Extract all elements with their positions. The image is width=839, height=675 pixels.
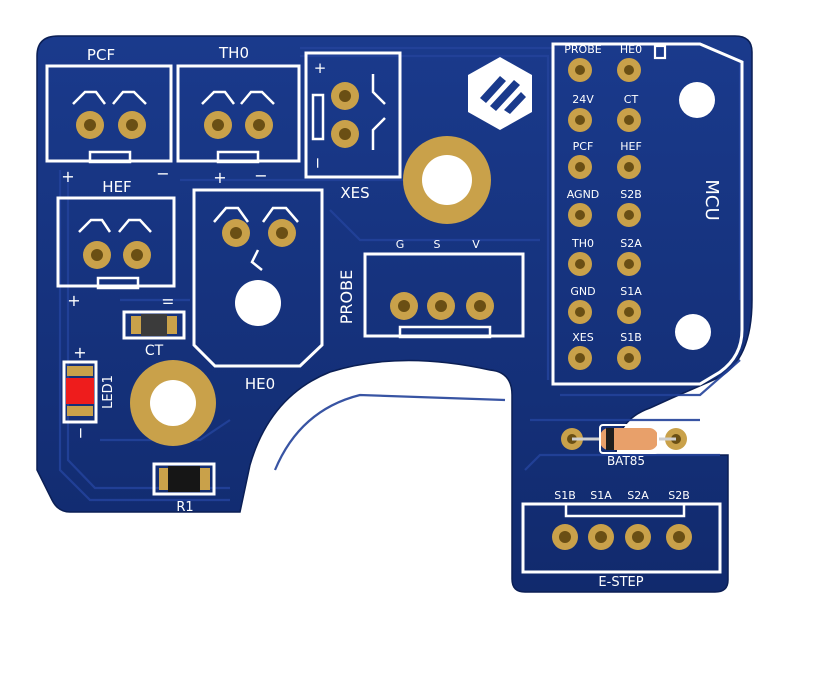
mcu-left-label-agnd: AGND [567, 188, 600, 201]
resistor-r1: R1 [152, 462, 216, 515]
led-minus: − [72, 427, 90, 440]
probe-pin-label-s: S [434, 238, 441, 251]
th0-minus: − [254, 166, 267, 185]
mcu-label: MCU [701, 179, 722, 220]
hef-plus: + [67, 291, 80, 310]
he0-connector: HE0 [192, 188, 324, 393]
mounting-hole-bottom [130, 360, 216, 446]
diode-bat85: BAT85 [561, 424, 687, 468]
pcf-plus: + [61, 167, 74, 186]
pcf-minus: − [156, 164, 169, 183]
led-plus: + [73, 343, 86, 362]
mcu-right-pin-s2a [617, 252, 641, 276]
mcu-left-pin-xes [568, 346, 592, 370]
mcu-left-pin-th0 [568, 252, 592, 276]
mcu-right-pin-s1a [617, 300, 641, 324]
hef-label: HEF [102, 178, 131, 196]
estep-pin-label-s2a: S2A [627, 489, 649, 502]
estep-connector: E-STEP S1B S1A S2A S2B [521, 489, 722, 590]
probe-pin-v [466, 292, 494, 320]
estep-pin-s1b [552, 524, 578, 550]
mcu-right-pin-s1b [617, 346, 641, 370]
ct-label: CT [145, 343, 164, 359]
xes-connector: + − XES [304, 51, 402, 202]
mcu-left-label-th0: TH0 [571, 237, 594, 250]
th0-plus: + [213, 168, 226, 187]
estep-label: E-STEP [598, 575, 643, 590]
he0-label: HE0 [245, 375, 275, 393]
th0-connector: TH0 + − [176, 44, 301, 187]
mcu-right-label-ct: CT [624, 93, 639, 106]
mcu-left-pin-24v [568, 108, 592, 132]
probe-pin-label-g: G [396, 238, 405, 251]
estep-pin-s1a [588, 524, 614, 550]
estep-pin-label-s1b: S1B [554, 489, 576, 502]
mcu-left-label-xes: XES [572, 331, 593, 344]
probe-pin-label-v: V [472, 238, 480, 251]
mcu-right-label-s2b: S2B [620, 188, 642, 201]
mcu-right-pin-he0 [617, 58, 641, 82]
led-label: LED1 [101, 375, 116, 409]
mcu-right-pin-s2b [617, 203, 641, 227]
probe-label: PROBE [337, 270, 356, 324]
probe-pin-g [390, 292, 418, 320]
mcu-right-label-s1a: S1A [620, 285, 642, 298]
mcu-left-label-pcf: PCF [573, 140, 594, 153]
probe-pin-s [427, 292, 455, 320]
mcu-left-label-gnd: GND [570, 285, 595, 298]
ct-minus: − [162, 294, 175, 312]
th0-label: TH0 [218, 44, 249, 62]
estep-pin-label-s2b: S2B [668, 489, 690, 502]
estep-pin-s2b [666, 524, 692, 550]
ct-thermistor: − CT [122, 294, 186, 359]
estep-pin-label-s1a: S1A [590, 489, 612, 502]
r1-label: R1 [176, 500, 193, 515]
xes-minus: − [309, 157, 327, 170]
bat85-label: BAT85 [607, 454, 645, 468]
mcu-left-pin-pcf [568, 155, 592, 179]
xes-plus: + [314, 59, 327, 77]
mcu-right-label-he0: HE0 [620, 43, 642, 56]
led1: + − LED1 [62, 343, 116, 440]
mcu-left-pin-agnd [568, 203, 592, 227]
mcu-right-label-s1b: S1B [620, 331, 642, 344]
hef-connector: HEF + − [56, 178, 176, 310]
xes-label: XES [340, 184, 369, 202]
probe-connector: PROBE G S V [337, 238, 525, 339]
mcu-left-pin-probe [568, 58, 592, 82]
mcu-right-label-s2a: S2A [620, 237, 642, 250]
mcu-left-pin-gnd [568, 300, 592, 324]
mcu-right-label-hef: HEF [620, 140, 642, 153]
estep-pin-s2a [625, 524, 651, 550]
mcu-left-label-24v: 24V [572, 93, 594, 106]
mounting-hole-top [403, 136, 491, 224]
pcf-connector: PCF + − [45, 46, 173, 186]
pcf-label: PCF [87, 46, 115, 64]
hexagon-slash-logo [468, 57, 532, 130]
mcu-right-pin-ct [617, 108, 641, 132]
hef-minus: − [161, 290, 174, 309]
mcu-right-pin-hef [617, 155, 641, 179]
mcu-left-label-probe: PROBE [564, 43, 601, 56]
